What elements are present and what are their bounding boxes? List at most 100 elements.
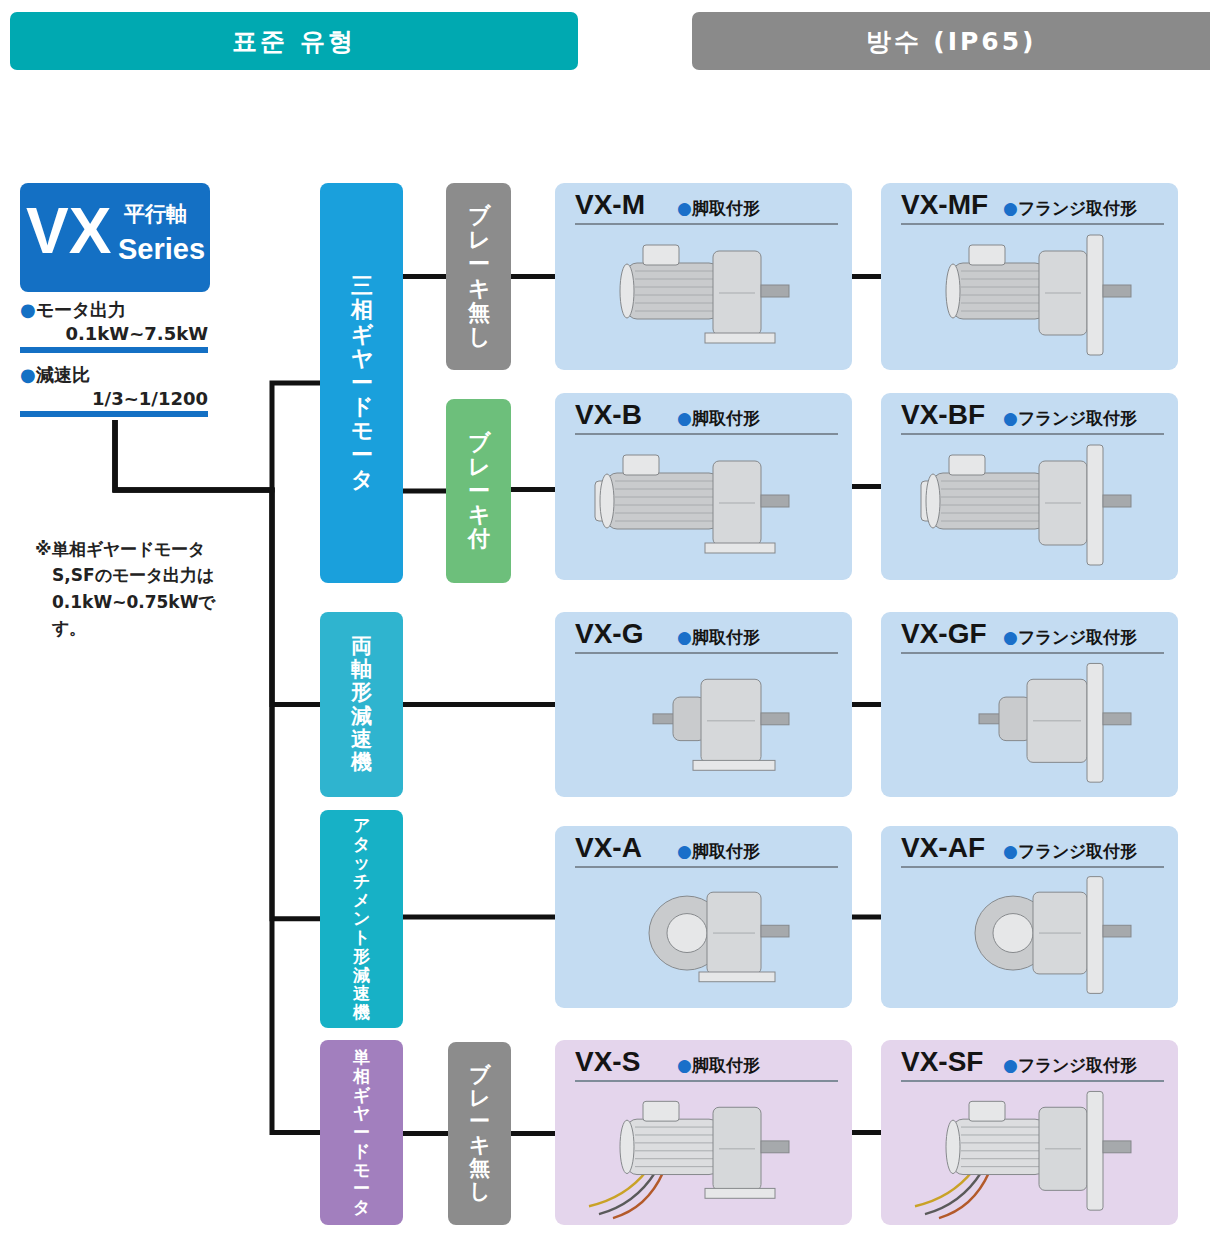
mount-type: ●フランジ取付形 [1003,197,1137,220]
tab-label: 표준 유형 [232,25,356,58]
motor-end [926,474,940,528]
mount-type: ●脚取付形 [677,626,760,649]
gear-housing [1033,892,1087,974]
output-shaft [1103,285,1131,297]
product-card: VX-BF●フランジ取付形 [881,393,1178,580]
product-card: VX-G●脚取付形 [555,612,852,797]
motor-end [946,264,960,318]
card-header: VX-M●脚取付形 [575,189,838,225]
tree-connector [511,1131,555,1136]
output-shaft [1103,1141,1131,1153]
motor-body [933,473,1045,529]
mount-type: ●脚取付形 [677,1054,760,1077]
housing-seam [719,293,755,294]
type-bar: 三相ギヤードモータ [320,183,403,583]
cooling-fin [635,303,713,304]
gear-housing [713,461,761,545]
housing-seam [1039,933,1081,934]
gear-housing [1039,1107,1087,1190]
terminal-box [969,1101,1005,1121]
gear-housing [713,251,761,335]
housing-seam [719,503,755,504]
motor-body [953,1119,1045,1174]
housing-seam [1045,503,1081,504]
tree-connector [403,489,446,494]
card-header: VX-GF●フランジ取付形 [901,618,1164,654]
model-name: VX-S [575,1046,677,1078]
gear-housing [713,1107,761,1190]
motor-body [607,473,719,529]
card-header: VX-S●脚取付形 [575,1046,838,1082]
series-logo: VX [26,199,111,263]
tree-connector [852,274,881,279]
tree-connector [511,274,555,279]
housing-seam [713,933,755,934]
model-name: VX-G [575,618,677,650]
product-illustration [946,235,1131,355]
output-shaft [761,713,789,725]
mount-flange [1087,445,1103,565]
motor-body [953,263,1045,319]
model-name: VX-SF [901,1046,1003,1078]
mount-type: ●脚取付形 [677,407,760,430]
motor-end [946,1120,960,1173]
mount-type: ●フランジ取付形 [1003,407,1137,430]
housing-seam [1045,293,1081,294]
housing-seam [1045,1148,1081,1149]
card-header: VX-MF●フランジ取付形 [901,189,1164,225]
cooling-fin [635,1142,713,1143]
model-name: VX-MF [901,189,1003,221]
card-header: VX-AF●フランジ取付形 [901,832,1164,868]
category-tab: 표준 유형 [10,12,578,70]
output-shaft [1103,495,1131,507]
vertical-label: ブレーキ無し [469,1064,490,1203]
product-card: VX-A●脚取付形 [555,826,852,1008]
cooling-fin [961,1142,1039,1143]
product-card: VX-MF●フランジ取付形 [881,183,1178,370]
product-card: VX-AF●フランジ取付形 [881,826,1178,1008]
mount-type: ●フランジ取付形 [1003,626,1137,649]
card-header: VX-B●脚取付形 [575,399,838,435]
cooling-fin [635,287,713,288]
cooling-fin [615,481,713,482]
series-box: VX平行軸Series●モータ出力 0.1kW~7.5kW●減速比 1/3~1/… [20,183,210,420]
output-shaft [761,1141,789,1153]
cooling-fin [615,513,713,514]
category-tab: 방수 (IP65) [692,12,1210,70]
motor-body [627,1119,719,1174]
footnote: ※単相ギヤードモータ S,SFのモータ出力は 0.1kW~0.75kWです。 [35,536,242,641]
cooling-fin [961,271,1039,272]
input-housing [999,697,1031,741]
output-shaft [761,285,789,297]
lead-wire [925,1173,981,1215]
tree-connector [403,1131,448,1136]
cooling-fin [635,1134,713,1135]
card-header: VX-A●脚取付形 [575,832,838,868]
product-card: VX-M●脚取付形 [555,183,852,370]
mount-foot [705,543,775,553]
product-card: VX-S●脚取付形 [555,1040,852,1225]
cooling-fin [635,1158,713,1159]
spec-row: ●減速比 1/3~1/1200 [20,361,208,418]
cooling-fin [961,303,1039,304]
mount-foot [705,1188,775,1198]
card-header: VX-BF●フランジ取付形 [901,399,1164,435]
cooling-fin [615,505,713,506]
input-bore [993,914,1033,953]
motor-end [620,1120,634,1173]
spec-text: ●モータ出力 0.1kW~7.5kW [20,298,208,347]
card-header: VX-SF●フランジ取付形 [901,1046,1164,1082]
cooling-fin [635,279,713,280]
product-illustration [653,679,789,770]
cooling-fin [961,1150,1039,1151]
cooling-fin [635,1127,713,1128]
tree-connector [115,420,320,919]
tab-label: 방수 (IP65) [866,25,1037,58]
product-card: VX-SF●フランジ取付形 [881,1040,1178,1225]
cooling-fin [635,1150,713,1151]
output-shaft [761,925,789,937]
gear-housing [701,679,761,762]
series-subtitle: 平行軸 [124,203,187,224]
mount-foot [693,760,775,770]
